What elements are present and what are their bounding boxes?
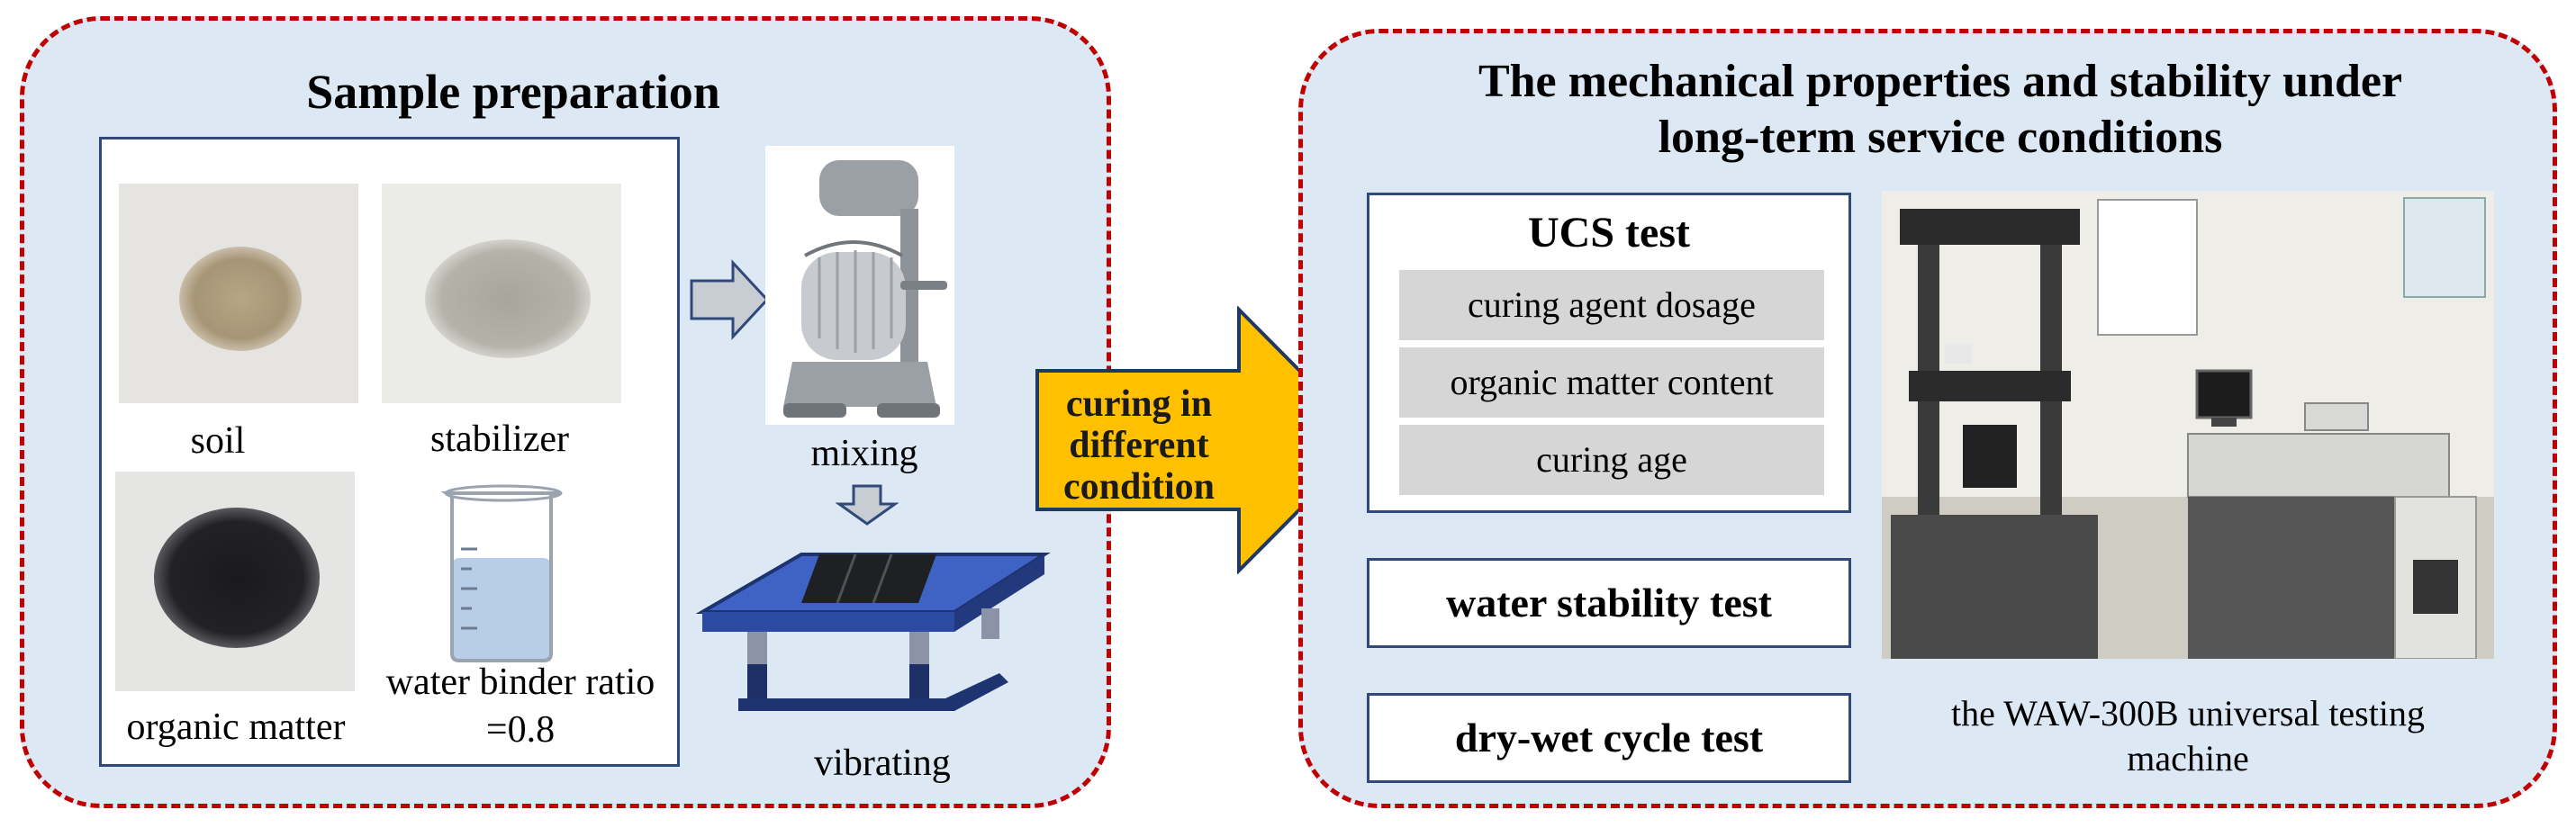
machine-caption-line-1: the WAW-300B universal testing [1951,693,2425,734]
factor-organic-matter: organic matter content [1399,347,1824,418]
water-binder-ratio-value: =0.8 [485,708,556,751]
curing-line-2: different [1069,425,1209,466]
water-binder-label: water binder ratio =0.8 [367,659,673,753]
title-line-2: long-term service conditions [1658,112,2223,164]
title-line-1: The mechanical properties and stability … [1478,56,2403,107]
factor-curing-age: curing age [1399,425,1824,495]
water-binder-ratio-text: water binder ratio [385,662,655,703]
organic-matter-label: organic matter [126,706,346,748]
stabilizer-photo [382,184,621,403]
vibrating-table-image [693,522,1053,738]
arrow-down-icon [836,482,899,527]
organic-matter-photo [115,472,355,691]
beaker-icon [441,484,567,664]
stabilizer-label: stabilizer [430,418,569,460]
water-stability-test-box: water stability test [1367,558,1851,648]
mechanical-properties-title: The mechanical properties and stability … [1387,54,2494,166]
testing-machine-photo [1882,191,2494,659]
machine-caption: the WAW-300B universal testing machine [1882,691,2494,781]
factor-curing-agent: curing agent dosage [1399,270,1824,340]
arrow-right-icon [688,259,771,340]
curing-line-1: curing in [1065,383,1213,425]
soil-photo [119,184,358,403]
ucs-test-title: UCS test [1528,209,1690,256]
mixer-image [765,146,954,425]
curing-line-3: condition [1062,466,1216,508]
sample-preparation-title: Sample preparation [306,65,720,119]
machine-caption-line-2: machine [2127,738,2249,778]
dry-wet-cycle-test-box: dry-wet cycle test [1367,693,1851,783]
curing-arrow-text: curing in different condition [1035,383,1243,508]
vibrating-label: vibrating [814,742,951,784]
mixing-label: mixing [810,433,918,474]
soil-label: soil [190,420,246,462]
